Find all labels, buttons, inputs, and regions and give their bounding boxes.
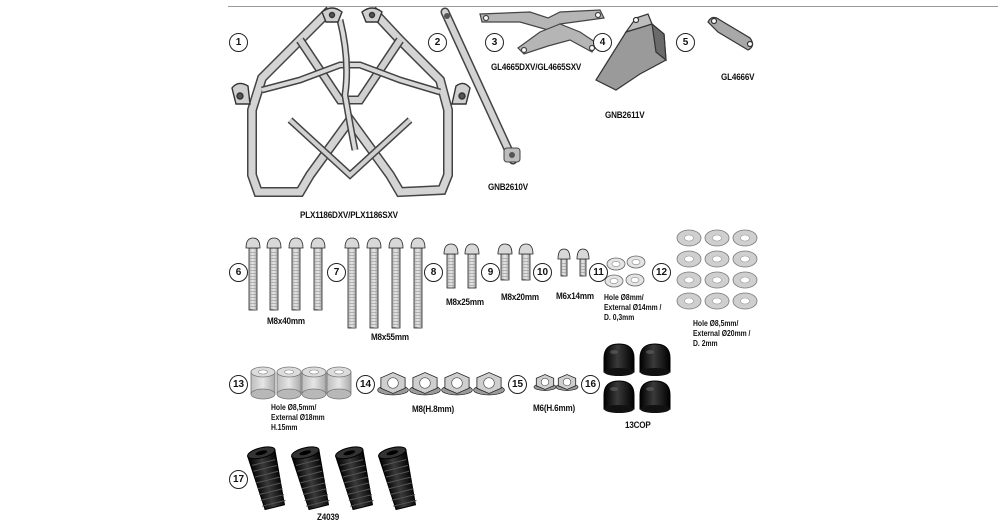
- part-note-12: Hole Ø8,5mm/External Ø20mm /D. 2mm: [693, 319, 751, 348]
- washer-large: [676, 229, 702, 247]
- nuts-group: [377, 372, 579, 396]
- bolt: [366, 237, 382, 329]
- part-number-17: 17: [229, 470, 248, 489]
- bar-gnb2610v: [440, 7, 521, 165]
- washer-large: [704, 292, 730, 310]
- part-number-12: 12: [652, 263, 671, 282]
- part-label-10: M6x14mm: [556, 291, 594, 302]
- part-number-1: 1: [229, 33, 248, 52]
- washer-large: [732, 271, 758, 289]
- part-label-4: GNB2611V: [605, 110, 645, 121]
- spacers-group: [250, 366, 352, 400]
- part-number-6: 6: [229, 263, 248, 282]
- washer-large: [732, 229, 758, 247]
- part-number-4: 4: [593, 33, 612, 52]
- bolt: [443, 243, 459, 289]
- part-label-3: GL4665DXV/GL4665SXV: [491, 62, 582, 73]
- bolt: [388, 237, 404, 329]
- bolt: [464, 243, 480, 289]
- frame-plx1186: [231, 6, 471, 198]
- cap: [639, 380, 671, 413]
- bolt: [310, 237, 326, 311]
- part-label-5: GL4666V: [721, 72, 755, 83]
- washers-small-group: [604, 255, 646, 288]
- bolt: [266, 237, 282, 311]
- bolt: [410, 237, 426, 329]
- washer-small: [604, 274, 624, 288]
- part-number-2: 2: [428, 33, 447, 52]
- part-label-9: M8x20mm: [501, 292, 539, 303]
- bolt: [557, 248, 571, 277]
- part-label-15: M6(H.6mm): [533, 403, 575, 414]
- cap: [639, 343, 671, 376]
- cap: [603, 343, 635, 376]
- washer-small: [626, 255, 646, 269]
- washer-small: [606, 257, 626, 271]
- washer-large: [732, 292, 758, 310]
- part-number-7: 7: [327, 263, 346, 282]
- part-number-15: 15: [508, 375, 527, 394]
- washer-large: [704, 229, 730, 247]
- washer-large: [676, 250, 702, 268]
- nut: [555, 374, 579, 391]
- sleeves-group: [247, 446, 417, 511]
- sleeve: [247, 446, 286, 511]
- sleeve: [335, 446, 374, 511]
- bracket-gnb2611v: [595, 13, 667, 91]
- part-number-10: 10: [533, 263, 552, 282]
- washer-large: [704, 271, 730, 289]
- bolt: [245, 237, 261, 311]
- nut: [473, 372, 505, 396]
- bolt: [288, 237, 304, 311]
- spacer: [326, 366, 352, 400]
- nut: [377, 372, 409, 396]
- part-number-14: 14: [356, 375, 375, 394]
- bolt: [344, 237, 360, 329]
- washer-large: [704, 250, 730, 268]
- part-label-16: 13COP: [625, 420, 651, 431]
- washer-large: [676, 271, 702, 289]
- part-number-3: 3: [485, 33, 504, 52]
- part-number-8: 8: [424, 263, 443, 282]
- part-note-11: Hole Ø8mm/External Ø14mm /D. 0,3mm: [604, 293, 662, 322]
- caps-group: [603, 343, 671, 413]
- nut: [533, 374, 557, 391]
- spacer: [250, 366, 276, 400]
- part-label-17: Z4039: [317, 512, 340, 523]
- top-divider: [228, 6, 998, 7]
- spacer: [301, 366, 327, 400]
- part-number-11: 11: [589, 263, 608, 282]
- bolt: [576, 248, 590, 277]
- part-number-9: 9: [481, 263, 500, 282]
- washer-small: [625, 273, 645, 287]
- part-number-16: 16: [581, 375, 600, 394]
- bolt: [518, 243, 534, 281]
- part-number-5: 5: [676, 33, 695, 52]
- part-label-14: M8(H.8mm): [412, 404, 454, 415]
- part-label-2: GNB2610V: [488, 182, 528, 193]
- bolts-group: [245, 237, 590, 329]
- spacer: [276, 366, 302, 400]
- part-label-6: M8x40mm: [267, 316, 305, 327]
- washers-large-group: [676, 229, 758, 310]
- part-number-13: 13: [229, 375, 248, 394]
- plate-gl4666v: [707, 16, 754, 51]
- washer-large: [732, 250, 758, 268]
- sleeve: [378, 446, 417, 511]
- part-label-8: M8x25mm: [446, 297, 484, 308]
- cap: [603, 380, 635, 413]
- washer-large: [676, 292, 702, 310]
- part-label-1: PLX1186DXV/PLX1186SXV: [300, 210, 398, 221]
- sleeve: [291, 446, 330, 511]
- bolt: [497, 243, 513, 281]
- nut: [409, 372, 441, 396]
- part-label-7: M8x55mm: [371, 332, 409, 343]
- nut: [441, 372, 473, 396]
